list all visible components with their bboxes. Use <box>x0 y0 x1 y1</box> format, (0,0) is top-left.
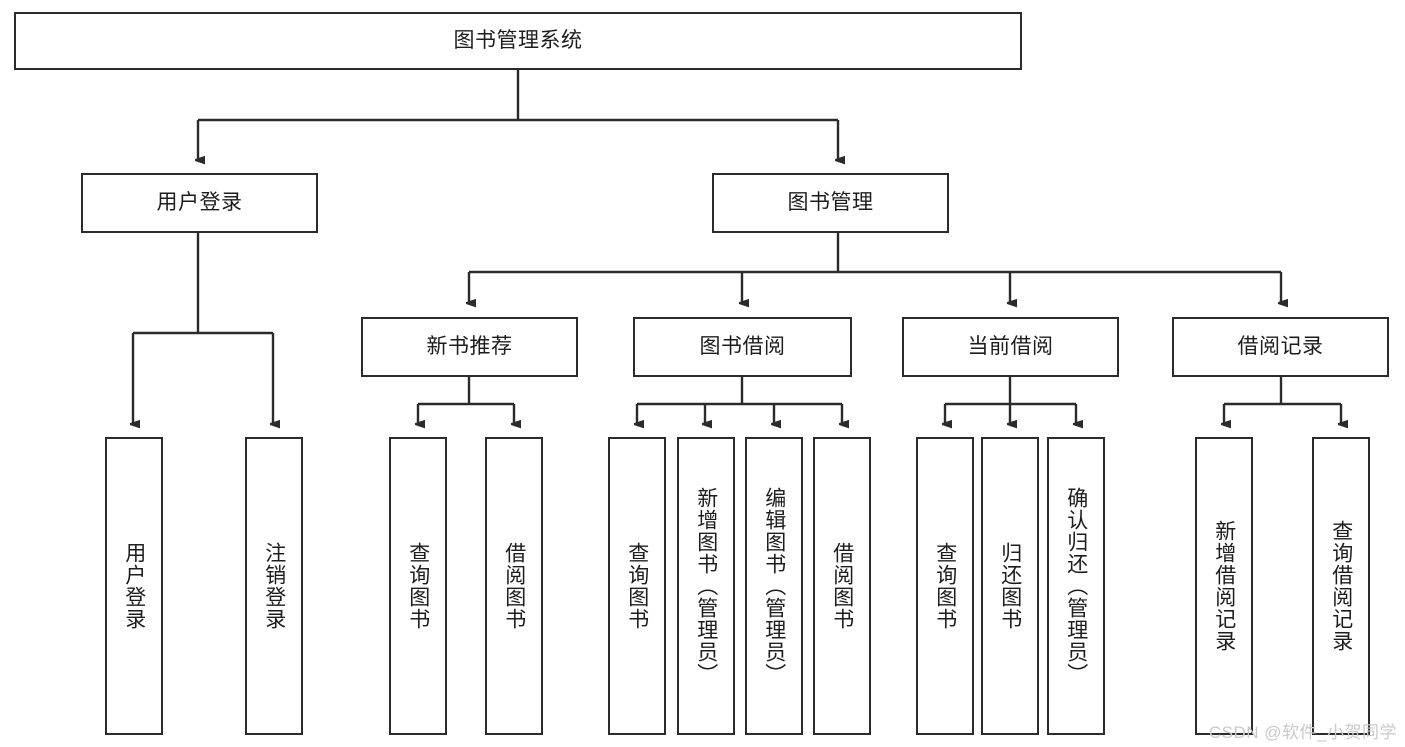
node-leaf-edit-book[interactable]: 编辑图书（管理员） <box>745 437 803 735</box>
node-label-leaf-edit-book: 编辑图书（管理员） <box>762 487 786 685</box>
root-connectors <box>198 70 838 160</box>
node-leaf-query-book-1[interactable]: 查询图书 <box>389 437 447 735</box>
node-leaf-user-login[interactable]: 用户登录 <box>105 437 163 735</box>
node-label-borrow-record: 借阅记录 <box>1237 334 1324 358</box>
node-leaf-query-book-3[interactable]: 查询图书 <box>916 437 974 735</box>
node-label-leaf-query-record: 查询借阅记录 <box>1329 520 1353 652</box>
node-user-login[interactable]: 用户登录 <box>81 173 318 233</box>
node-leaf-user-logout[interactable]: 注销登录 <box>245 437 303 735</box>
node-label-leaf-query-book-2: 查询图书 <box>625 542 649 630</box>
node-label-leaf-user-login: 用户登录 <box>122 542 146 630</box>
node-label-leaf-user-logout: 注销登录 <box>262 542 286 630</box>
node-label-user-login: 用户登录 <box>156 190 243 214</box>
node-label-leaf-query-book-3: 查询图书 <box>933 542 957 630</box>
node-leaf-add-book[interactable]: 新增图书（管理员） <box>677 437 735 735</box>
node-book-borrow[interactable]: 图书借阅 <box>633 317 852 377</box>
node-leaf-query-record[interactable]: 查询借阅记录 <box>1312 437 1370 735</box>
node-book-manage[interactable]: 图书管理 <box>712 173 949 233</box>
node-leaf-return-book[interactable]: 归还图书 <box>981 437 1039 735</box>
node-label-leaf-borrow-book-1: 借阅图书 <box>502 542 526 630</box>
node-label-book-borrow: 图书借阅 <box>699 334 786 358</box>
borrow-record-connectors <box>1224 377 1341 424</box>
node-label-book-manage: 图书管理 <box>787 190 874 214</box>
new-book-recommend-connectors <box>418 377 514 424</box>
node-borrow-record[interactable]: 借阅记录 <box>1172 317 1389 377</box>
node-leaf-borrow-book-2[interactable]: 借阅图书 <box>813 437 871 735</box>
node-current-borrow[interactable]: 当前借阅 <box>902 317 1119 377</box>
node-label-leaf-return-book: 归还图书 <box>998 542 1022 630</box>
node-label-new-book-recommend: 新书推荐 <box>426 334 513 358</box>
node-label-leaf-query-book-1: 查询图书 <box>406 542 430 630</box>
node-new-book-recommend[interactable]: 新书推荐 <box>361 317 578 377</box>
book-borrow-connectors <box>637 377 842 424</box>
user-login-connectors <box>133 233 273 424</box>
node-root-system[interactable]: 图书管理系统 <box>14 12 1022 70</box>
node-label-leaf-add-book: 新增图书（管理员） <box>694 487 718 685</box>
book-manage-connectors <box>469 233 1281 303</box>
node-leaf-query-book-2[interactable]: 查询图书 <box>608 437 666 735</box>
current-borrow-connectors <box>945 377 1076 424</box>
node-label-leaf-confirm-return: 确认归还（管理员） <box>1064 487 1088 685</box>
node-leaf-add-record[interactable]: 新增借阅记录 <box>1195 437 1253 735</box>
node-label-root: 图书管理系统 <box>453 28 583 52</box>
node-label-leaf-borrow-book-2: 借阅图书 <box>830 542 854 630</box>
node-leaf-confirm-return[interactable]: 确认归还（管理员） <box>1047 437 1105 735</box>
node-leaf-borrow-book-1[interactable]: 借阅图书 <box>485 437 543 735</box>
node-label-current-borrow: 当前借阅 <box>967 334 1054 358</box>
node-label-leaf-add-record: 新增借阅记录 <box>1212 520 1236 652</box>
